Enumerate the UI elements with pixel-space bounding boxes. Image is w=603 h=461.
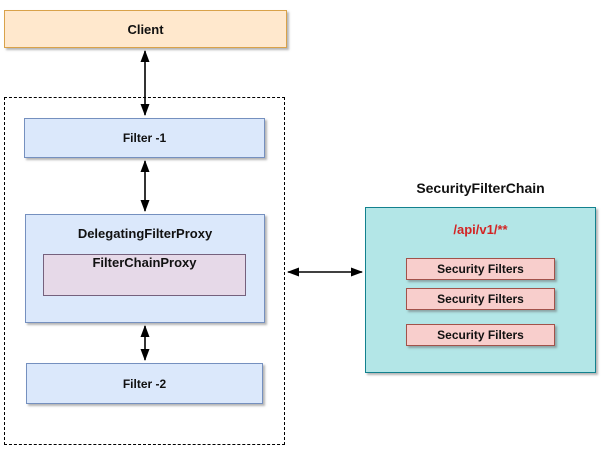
filter-1-box: Filter -1 (24, 118, 265, 158)
security-filters-label-3: Security Filters (437, 328, 524, 342)
security-filter-chain-title: SecurityFilterChain (416, 180, 545, 196)
delegating-filter-proxy-box: DelegatingFilterProxy FilterChainProxy (25, 214, 265, 323)
filter-2-box: Filter -2 (26, 363, 263, 404)
url-pattern-label: /api/v1/** (453, 222, 508, 237)
client-label: Client (127, 21, 164, 37)
delegating-filter-proxy-label: DelegatingFilterProxy (77, 226, 213, 241)
filter-chain-proxy-label: FilterChainProxy (92, 255, 197, 270)
client-box: Client (4, 10, 287, 48)
security-filters-label-1: Security Filters (437, 262, 524, 276)
filter-1-label: Filter -1 (122, 131, 167, 145)
filter-chain-proxy-box: FilterChainProxy (43, 254, 246, 296)
security-filters-box-2: Security Filters (406, 288, 555, 310)
security-filters-label-2: Security Filters (437, 292, 524, 306)
security-filters-box-1: Security Filters (406, 258, 555, 280)
security-filters-box-3: Security Filters (406, 324, 555, 346)
security-filter-chain-box: /api/v1/** Security Filters Security Fil… (365, 207, 596, 373)
filter-2-label: Filter -2 (122, 376, 167, 391)
